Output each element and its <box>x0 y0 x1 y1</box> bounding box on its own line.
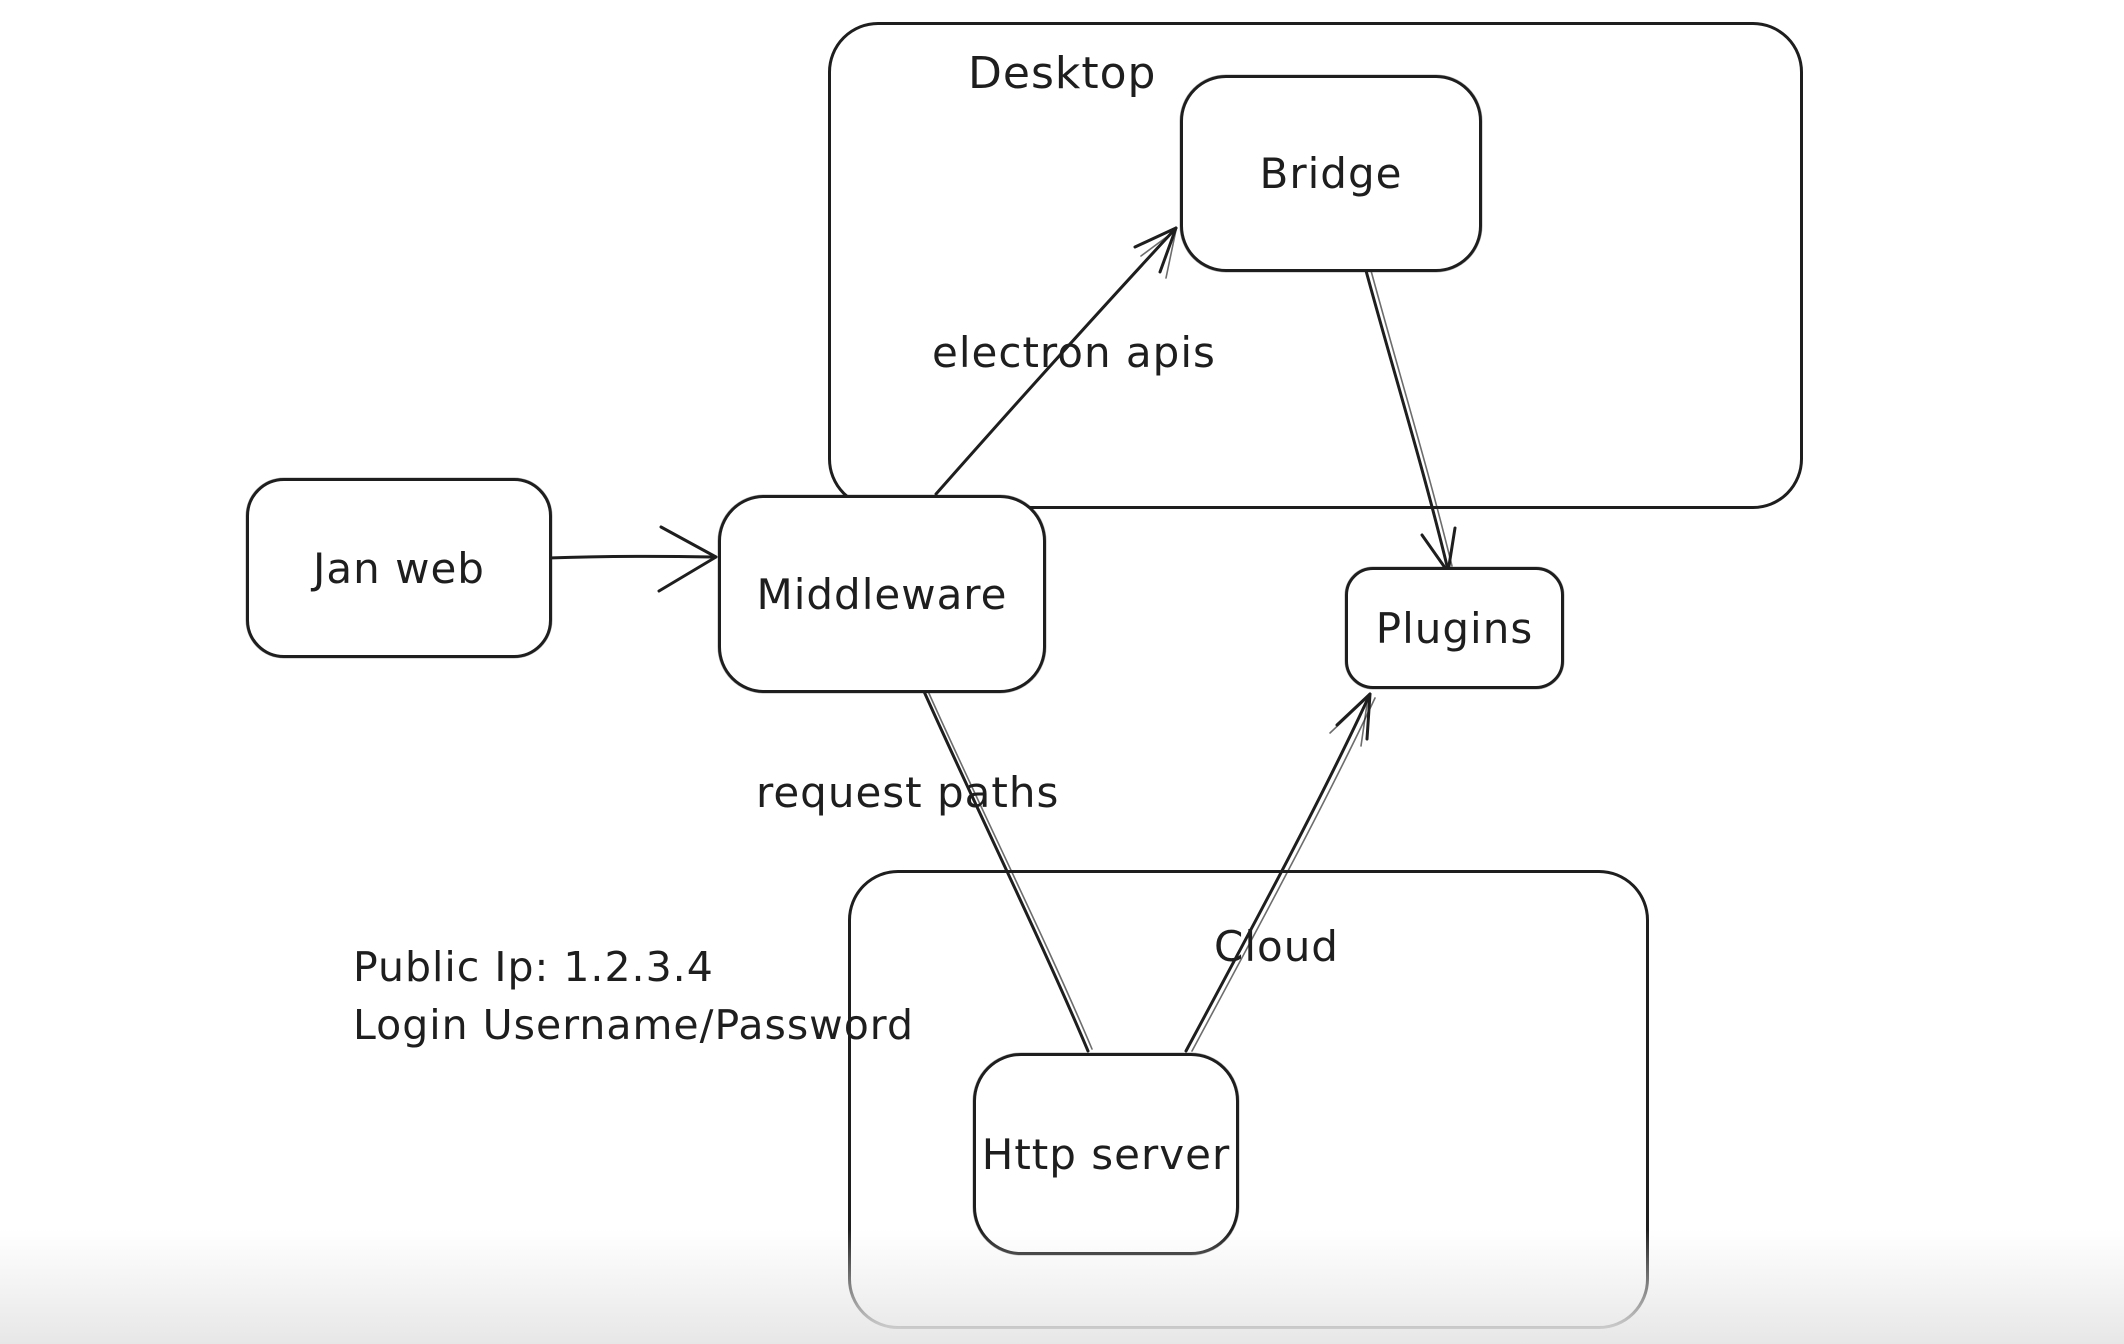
node-middleware[interactable]: Middleware <box>718 495 1046 693</box>
node-plugins[interactable]: Plugins <box>1345 567 1564 689</box>
desktop-container-label[interactable]: Desktop <box>968 48 1157 99</box>
public-ip-text: Public Ip: 1.2.3.4 <box>353 943 714 991</box>
bridge-label: Bridge <box>1259 149 1403 198</box>
arrow-middleware-to-httpserver[interactable] <box>920 685 1093 1053</box>
jan-web-label: Jan web <box>313 543 485 593</box>
node-jan-web[interactable]: Jan web <box>246 478 552 658</box>
plugins-label: Plugins <box>1375 603 1534 653</box>
arrow-janweb-to-middleware[interactable] <box>546 525 718 593</box>
edge-label-electron-apis[interactable]: electron apis <box>932 328 1216 377</box>
arrow-httpserver-to-plugins[interactable] <box>1184 692 1376 1053</box>
bottom-fade <box>0 1229 2124 1344</box>
desktop-container-box[interactable] <box>828 22 1803 509</box>
credentials-annotation[interactable]: Public Ip: 1.2.3.4 Login Username/Passwo… <box>353 938 914 1054</box>
login-text: Login Username/Password <box>353 1001 914 1049</box>
edge-label-request-paths[interactable]: request paths <box>756 768 1060 817</box>
node-bridge[interactable]: Bridge <box>1180 75 1482 272</box>
middleware-label: Middleware <box>756 569 1008 619</box>
http-server-label: Http server <box>981 1129 1231 1179</box>
node-http-server[interactable]: Http server <box>973 1053 1239 1255</box>
arrow-middleware-to-bridge[interactable] <box>934 226 1178 496</box>
